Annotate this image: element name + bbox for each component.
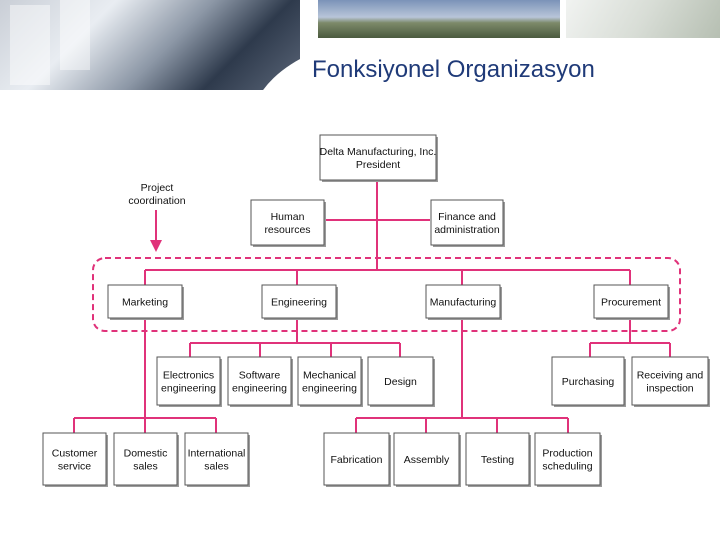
header-banner [0,0,720,90]
org-box-testing: Testing [465,432,531,487]
org-box-label: engineering [161,383,216,395]
handheld-device-photo [566,0,720,38]
org-box-marketing: Marketing [107,284,184,320]
org-box-label: Manufacturing [430,297,497,309]
annotation-label: coordination [128,195,185,207]
org-box-procurement: Procurement [593,284,670,320]
org-box-label: Engineering [271,297,327,309]
org-box-label: Purchasing [562,376,615,388]
org-box-label: sales [204,461,229,473]
org-box-delta-manufacturing-inc-president: Delta Manufacturing, Inc.President [319,134,438,182]
org-box-manufacturing: Manufacturing [425,284,502,320]
org-box-label: Customer [52,448,98,460]
project-coordination-region [92,257,681,332]
org-box-label: scheduling [542,461,592,473]
org-box-label: engineering [302,383,357,395]
org-box-design: Design [367,356,435,407]
office-worker-photo [0,0,300,90]
org-box-label: Procurement [601,297,661,309]
org-box-label: sales [133,461,158,473]
org-box-label: International [188,448,246,460]
org-box-label: Testing [481,454,514,466]
org-box-label: Receiving and [637,370,704,382]
org-box-assembly: Assembly [393,432,461,487]
campus-buildings-photo [318,0,560,38]
org-box-label: Mechanical [303,370,356,382]
org-box-label: administration [434,224,500,236]
slide-title: Fonksiyonel Organizasyon [312,56,595,83]
org-box-label: Finance and [438,211,496,223]
banner-curve [250,38,720,90]
org-box-label: resources [264,224,310,236]
org-box-label: Design [384,376,417,388]
org-box-label: Delta Manufacturing, Inc. [320,146,437,158]
org-box-purchasing: Purchasing [551,356,626,407]
org-box-label: Fabrication [331,454,383,466]
org-box-label: Domestic [124,448,168,460]
org-box-label: service [58,461,91,473]
org-box-label: Electronics [163,370,214,382]
org-box-engineering: Engineering [261,284,338,320]
org-box-label: engineering [232,383,287,395]
org-box-label: President [356,159,400,171]
arrowhead-icon [150,240,162,252]
org-box-label: inspection [646,383,693,395]
org-box-fabrication: Fabrication [323,432,391,487]
annotation-label: Project [141,182,174,194]
org-box-label: Human [271,211,305,223]
org-box-label: Marketing [122,297,168,309]
org-box-label: Assembly [404,454,450,466]
org-box-label: Software [239,370,281,382]
org-box-label: Production [542,448,592,460]
